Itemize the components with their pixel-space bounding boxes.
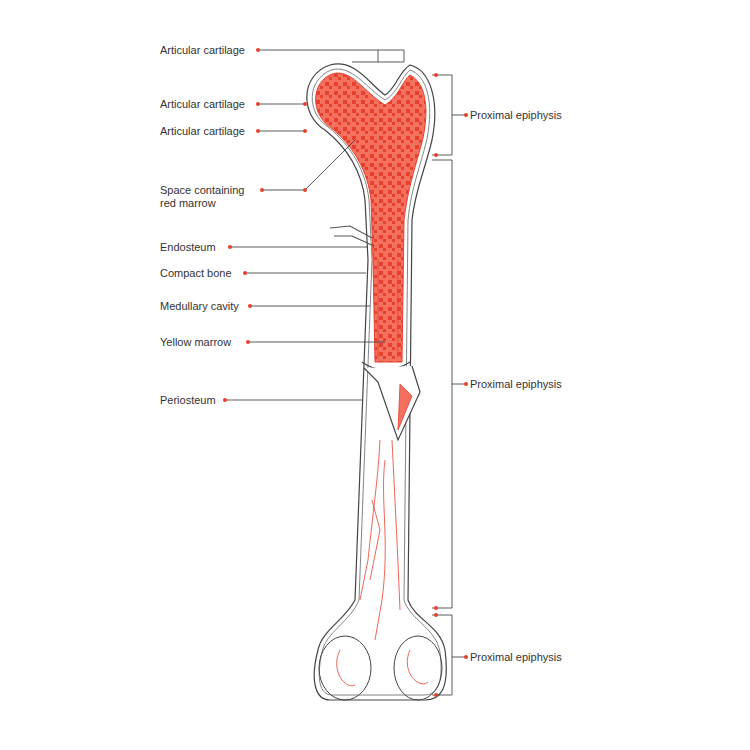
- bone-outline: [307, 64, 446, 700]
- range-brackets: [432, 75, 466, 695]
- part-label: Articular cartilage: [160, 98, 245, 111]
- shaft-texture: [360, 440, 400, 640]
- region-label: Proximal epiphysis: [470, 109, 562, 122]
- part-label: Articular cartilage: [160, 44, 245, 57]
- flap-inner: [398, 384, 412, 430]
- medullary-cavity: [378, 260, 398, 358]
- anchor-dots: [223, 48, 468, 697]
- condyle-texture: [337, 650, 428, 686]
- red-marrow-region: [316, 73, 426, 362]
- lateral-condyle: [394, 636, 442, 700]
- part-label: Yellow marrow: [160, 336, 231, 349]
- part-label: Endosteum: [160, 241, 216, 254]
- medial-condyle: [319, 636, 371, 700]
- periosteum-flap: [364, 366, 420, 440]
- region-label: Proximal epiphysis: [470, 651, 562, 664]
- region-label: Proximal epiphysis: [470, 378, 562, 391]
- part-label: Space containing red marrow: [160, 184, 258, 210]
- endosteum-layer: [330, 226, 374, 246]
- leader-lines: [225, 50, 404, 400]
- part-label: Medullary cavity: [160, 300, 239, 313]
- part-label: Periosteum: [160, 394, 216, 407]
- part-label: Articular cartilage: [160, 125, 245, 138]
- part-label: Compact bone: [160, 267, 232, 280]
